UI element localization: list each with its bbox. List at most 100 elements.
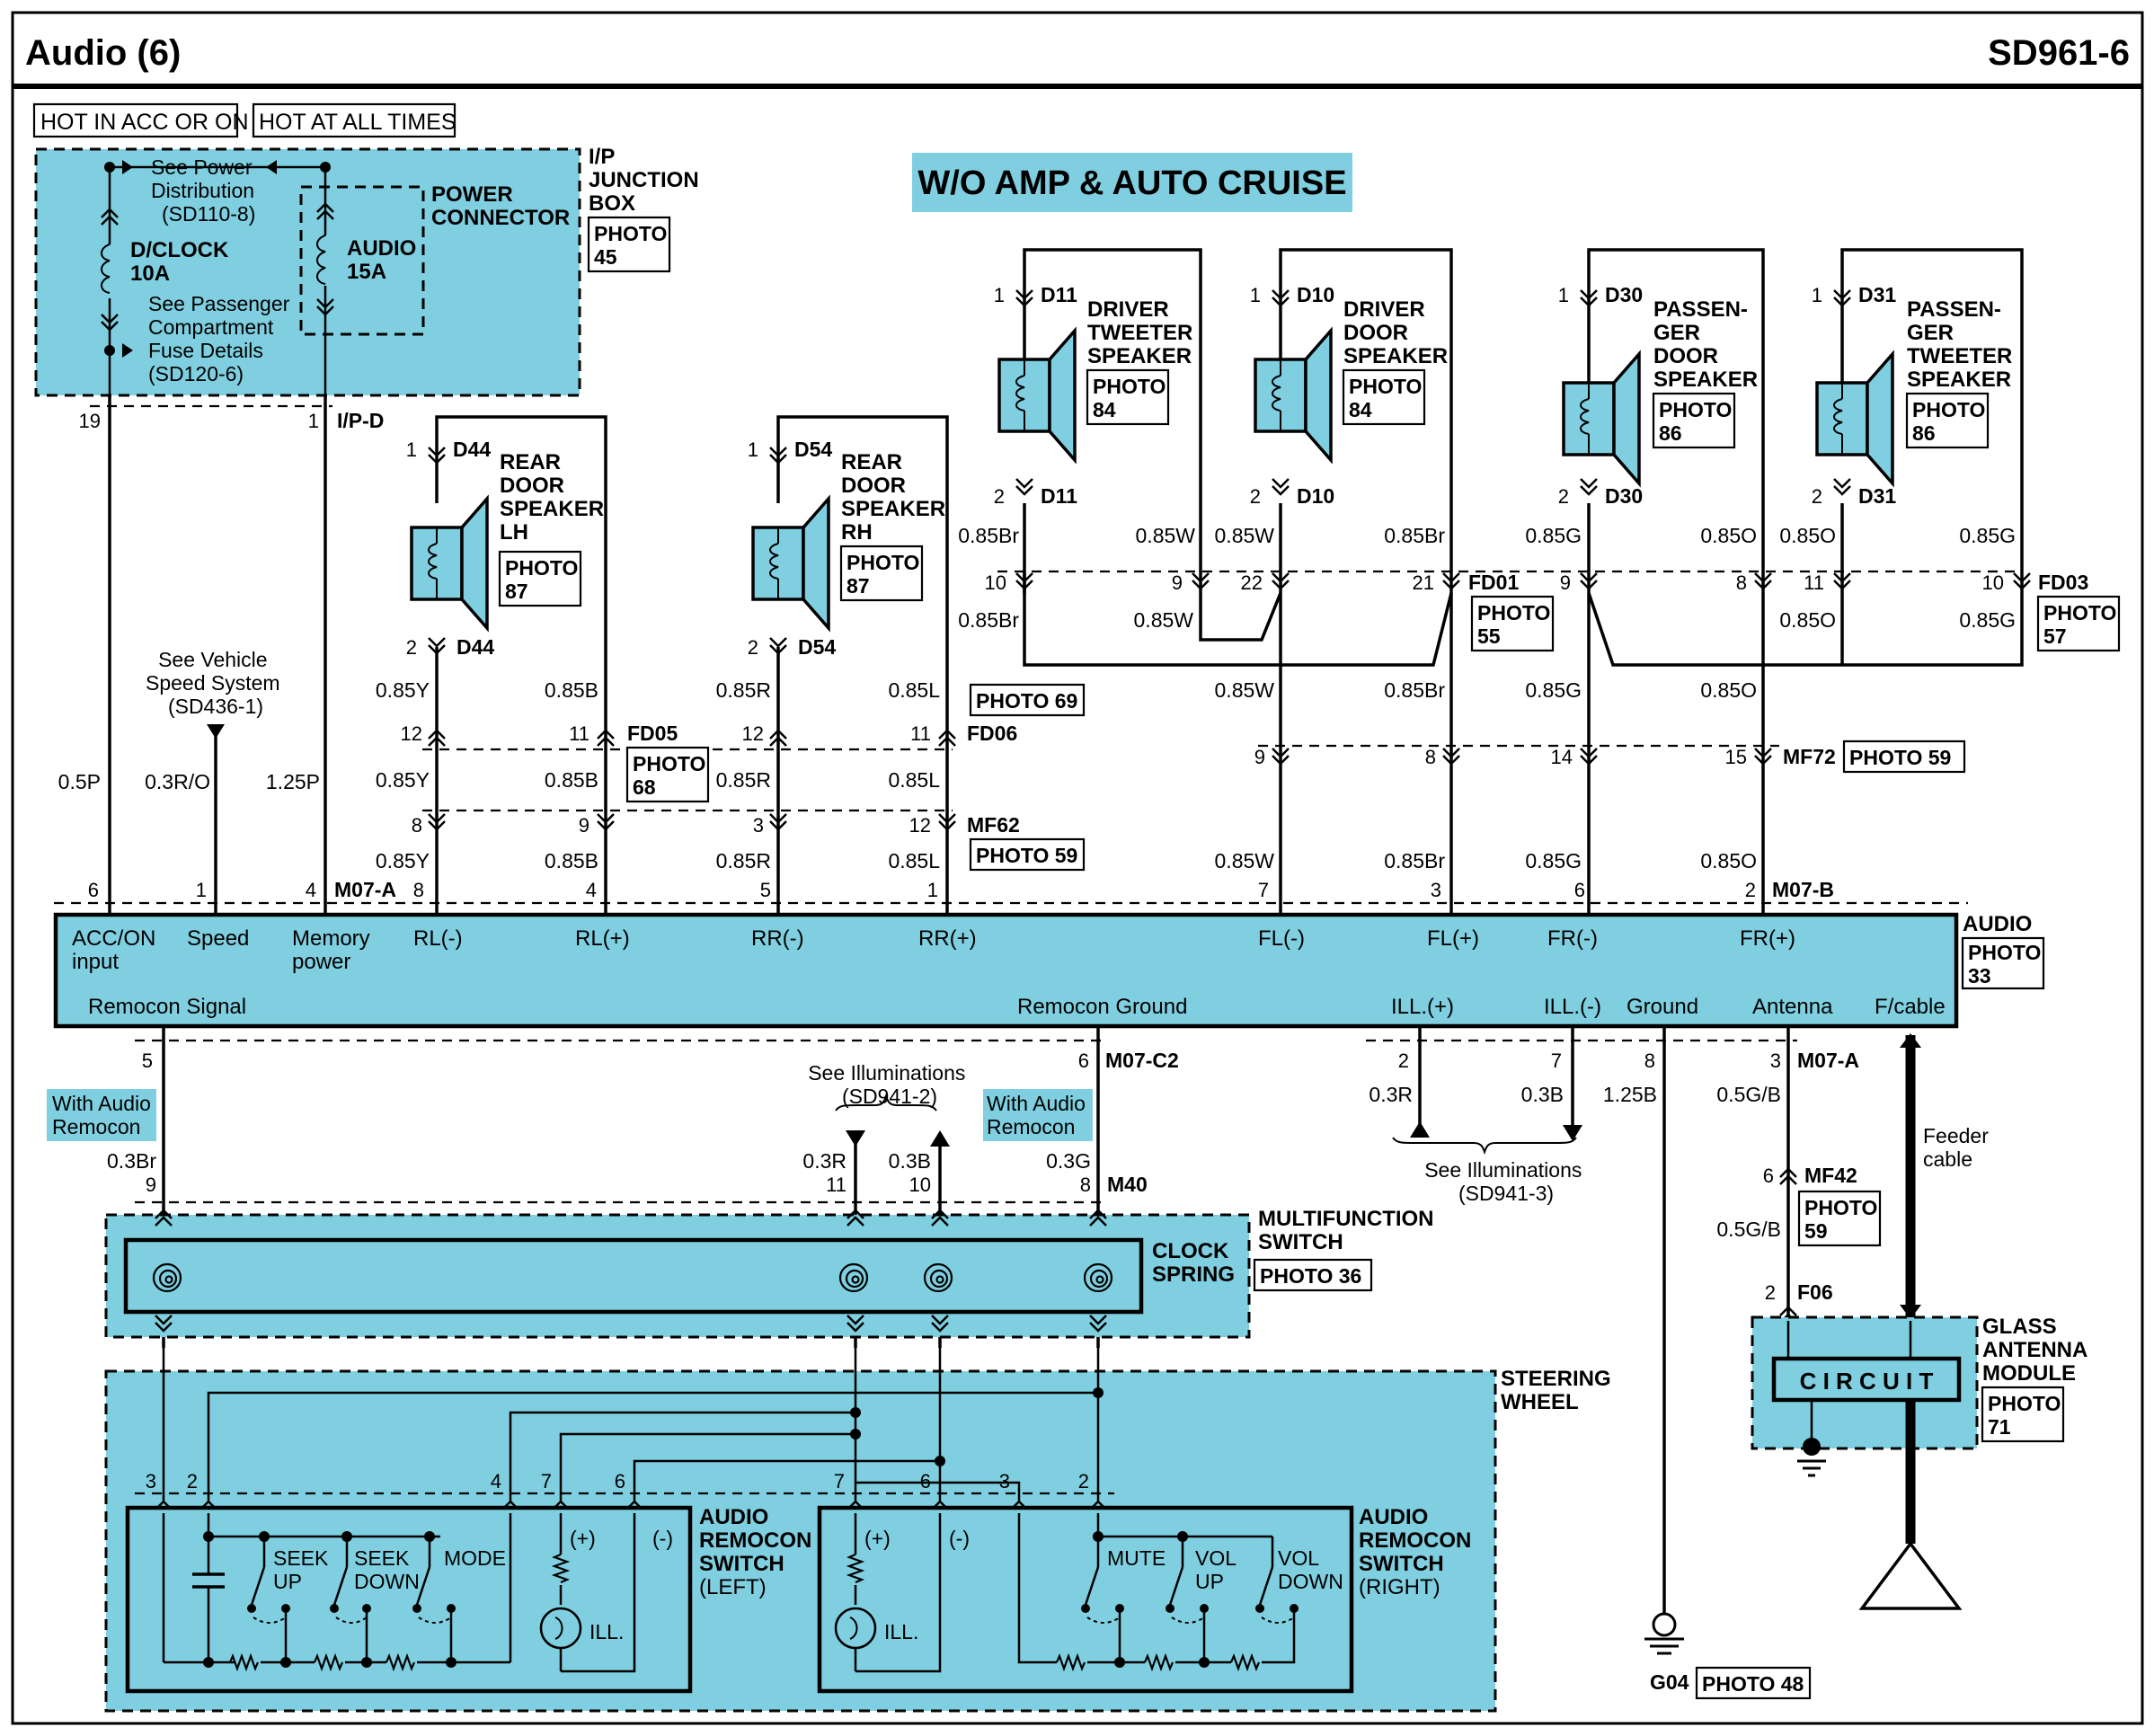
d30-conn-bottom: D30 [1605,484,1643,508]
photo-48-label: PHOTO 48 [1702,1672,1804,1696]
connector-fd01: FD01 [1468,571,1519,594]
photo-69-box [969,683,1086,717]
svg-text:DOWN: DOWN [1278,1570,1343,1593]
svg-text:(-): (-) [652,1527,673,1550]
page-title: Audio (6) [25,33,181,73]
clock-spring-box [123,1237,1144,1315]
pin-2-m07a-ill: 2 [1398,1050,1409,1072]
d44-conn-bottom: D44 [457,635,494,659]
power-connector-label: POWER CONNECTOR [431,182,570,230]
connector-mf42: MF42 [1804,1164,1857,1187]
svg-text:12: 12 [909,814,931,837]
svg-text:0.85G: 0.85G [1525,849,1582,872]
page-frame [11,11,2144,1725]
fuse-audio-label: AUDIO 15A [347,236,422,284]
svg-text:0.85R: 0.85R [716,768,771,792]
photo-86b-box [1905,392,1990,449]
pin-7-m07b: 7 [1258,879,1269,901]
svg-text:0.85Y: 0.85Y [376,678,430,702]
vol-down-label: VOL [1278,1546,1319,1570]
connector-m07c2: M07-C2 [1105,1049,1179,1072]
pin-11-m40: 11 [826,1174,847,1196]
svg-text:22: 22 [1241,571,1263,594]
d30-pin1: 1 [1558,284,1569,306]
label-input: input [72,950,119,974]
connector-fd03: FD03 [2038,571,2088,594]
wire-0.5GB: 0.5G/B [1716,1083,1781,1106]
connector-m07a-lower: M07-A [1797,1049,1859,1072]
seek-up-label: SEEK [273,1546,329,1570]
label-fr-minus: FR(-) [1547,926,1598,951]
connector-mf62: MF62 [967,813,1020,837]
rear-pin-labels: 12 11 12 11 8 9 3 12 [401,722,931,837]
d11-pin2: 2 [994,485,1005,508]
pin-6-mf42: 6 [1763,1165,1774,1187]
wire-0.3B: 0.3B [889,1149,931,1173]
wire-0.3RO: 0.3R/O [145,770,210,793]
front-pin-labels: 10 9 22 21 9 8 11 10 9 8 14 15 [985,571,2004,768]
svg-text:7: 7 [541,1470,552,1492]
with-remocon-tag-left [47,1089,156,1141]
passenger-tweeter-label: PASSEN- GER TWEETER SPEAKER [1907,297,2018,392]
svg-text:0.85Y: 0.85Y [376,768,430,792]
wire-1.25B: 1.25B [1603,1083,1657,1106]
label-power: power [292,950,350,974]
banner-box [912,153,1352,212]
label-rl-minus: RL(-) [413,926,463,951]
photo-36-box [1253,1258,1373,1292]
ip-junction-box-label: I/P JUNCTION BOX [589,145,705,216]
audio-bottom-labels: Remocon Signal Remocon Ground ILL.(+) IL… [88,995,1946,1019]
wire-1.25P: 1.25P [266,770,320,793]
svg-text:0.85O: 0.85O [1779,608,1836,632]
pin-6-m07c2: 6 [1078,1050,1089,1072]
front-wire-labels: 0.85Br 0.85W 0.85W 0.85Br 0.85G 0.85O 0.… [958,524,2016,872]
wire-0.3R: 0.3R [802,1149,847,1173]
svg-text:8: 8 [412,814,422,837]
svg-text:9: 9 [1172,571,1183,594]
svg-text:6: 6 [615,1470,625,1492]
pin-8-m07a-gnd: 8 [1644,1050,1655,1072]
photo-55-box [1470,595,1555,652]
photo-59-mf72-box [1842,740,1966,774]
d31-pin1: 1 [1812,284,1822,306]
svg-text:9: 9 [579,814,589,837]
svg-text:0.85R: 0.85R [716,678,771,702]
pin-3-m07b: 3 [1431,879,1441,901]
rear-wire-labels: 0.85Y 0.85B 0.85R 0.85L 0.85Y 0.85B 0.85… [376,678,940,872]
svg-text:UP: UP [1195,1570,1224,1593]
pin-6-m07a: 6 [88,879,99,901]
svg-text:0.85W: 0.85W [1215,678,1275,702]
label-fcable: F/cable [1875,995,1946,1019]
svg-text:0.85G: 0.85G [1959,608,2016,632]
page-code: SD961-6 [1988,33,2130,73]
svg-text:(-): (-) [949,1527,970,1550]
svg-text:0.85Br: 0.85Br [958,608,1019,632]
audio-unit-label: AUDIO [1963,912,2032,936]
see-passenger-fuse: See Passenger Compartment Fuse Details (… [148,292,296,385]
connector-f06: F06 [1797,1280,1833,1304]
photo-55-label: PHOTO 55 [1477,601,1556,648]
svg-text:ILL.: ILL. [589,1620,624,1643]
photo-59-mf62-label: PHOTO 59 [976,844,1077,867]
svg-text:12: 12 [401,722,422,745]
label-fr-plus: FR(+) [1740,926,1795,951]
antenna-circuit-label: C I R C U I T [1800,1368,1934,1395]
driver-door-label: DRIVER DOOR SPEAKER [1343,297,1448,368]
steering-pin-labels: 3 2 4 7 6 7 6 3 2 [146,1470,1089,1492]
pin-7-m07a-ill: 7 [1551,1050,1562,1072]
photo-59-mf42-box [1797,1190,1882,1247]
svg-text:3: 3 [146,1470,156,1492]
svg-text:3: 3 [753,814,764,837]
photo-86b-label: PHOTO 86 [1912,398,1991,445]
driver-tweeter-label: DRIVER TWEETER SPEAKER [1087,297,1199,368]
svg-text:8: 8 [1736,571,1747,594]
svg-text:0.85W: 0.85W [1215,849,1275,872]
photo-33-label: PHOTO 33 [1968,941,2047,988]
clock-spring-label: CLOCK SPRING [1152,1239,1235,1287]
label-fl-plus: FL(+) [1427,926,1479,951]
remocon-right-label: AUDIO REMOCON SWITCH [1359,1505,1477,1576]
ill-lamp-right-icon [834,1607,877,1650]
pin-1-ipd: 1 [308,410,319,432]
d10-conn-top: D10 [1297,283,1334,306]
